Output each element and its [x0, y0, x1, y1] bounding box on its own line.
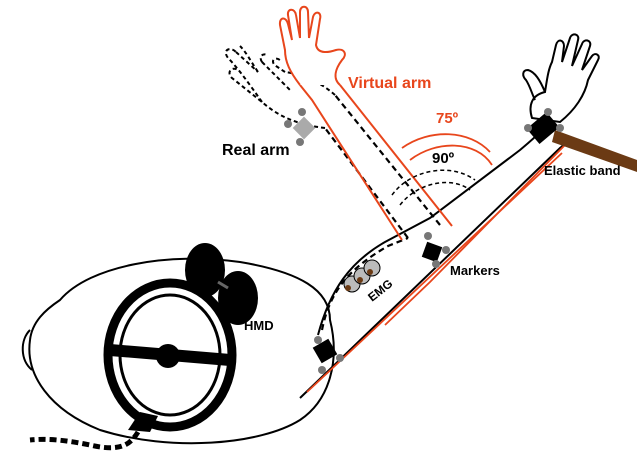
elastic-band [524, 108, 637, 172]
label-real-arm: Real arm [222, 142, 290, 159]
label-markers: Markers [450, 263, 500, 278]
virtual-arm [278, 5, 453, 241]
marker-real-arm [284, 108, 316, 146]
label-angle-virtual: 75º [436, 110, 459, 127]
hmd-cable [29, 430, 141, 451]
label-angle-real: 90º [432, 150, 455, 167]
angle-arcs [391, 133, 493, 206]
marker-upper-arm [421, 232, 450, 268]
label-emg: EMG [365, 276, 395, 304]
label-virtual-arm: Virtual arm [348, 75, 431, 92]
emg-electrodes [343, 259, 381, 293]
label-elastic-band: Elastic band [544, 163, 621, 178]
marker-forearm-lower [312, 336, 344, 374]
hmd-headset [103, 243, 258, 432]
right-hand-outline [522, 33, 600, 124]
label-hmd: HMD [244, 318, 274, 333]
